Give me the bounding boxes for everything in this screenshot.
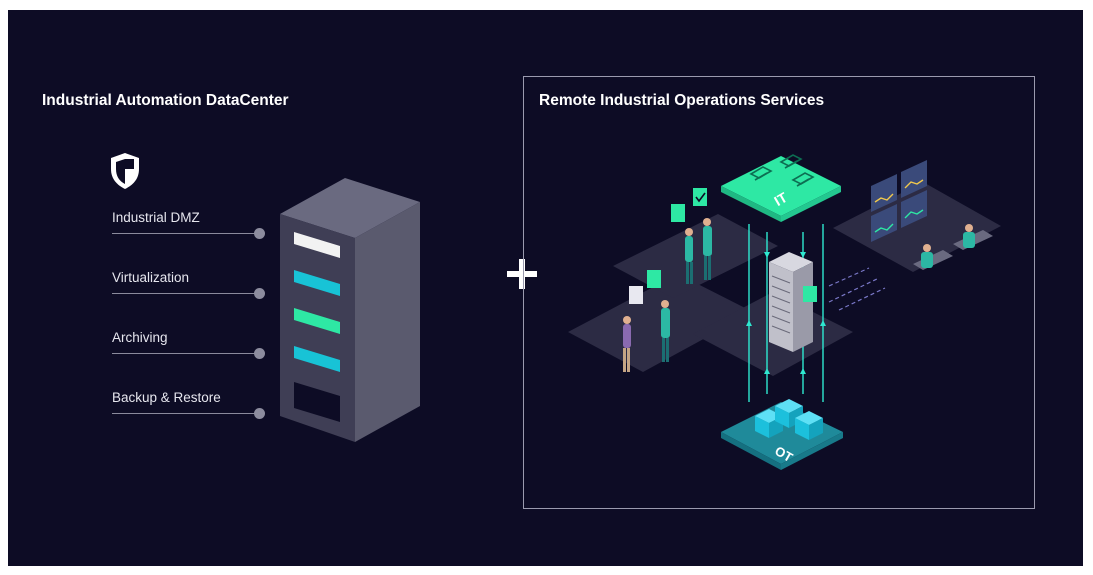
plus-icon <box>507 259 537 289</box>
ot-cubes <box>755 399 823 440</box>
right-panel-frame <box>523 76 1035 509</box>
connector-line <box>112 353 258 354</box>
remote-operations-illustration: IT OT <box>568 154 1001 470</box>
feature-label: Backup & Restore <box>112 390 221 405</box>
diagram-canvas: Industrial Automation DataCenter Industr… <box>8 10 1083 566</box>
server-rack-illustration <box>280 178 420 442</box>
connector-line <box>112 413 258 414</box>
feature-label: Virtualization <box>112 270 190 285</box>
connector-dot <box>254 348 265 359</box>
connector-dot <box>254 228 265 239</box>
feature-industrial-dmz: Industrial DMZ <box>112 210 267 250</box>
platform-right <box>833 182 1001 272</box>
feature-virtualization: Virtualization <box>112 270 267 310</box>
right-panel-title: Remote Industrial Operations Services <box>539 92 825 109</box>
connector-line <box>112 233 258 234</box>
connector-line <box>112 293 258 294</box>
feature-archiving: Archiving <box>112 330 267 370</box>
feature-label: Industrial DMZ <box>112 210 200 225</box>
shield-icon <box>111 153 139 189</box>
connector-dot <box>254 288 265 299</box>
platform-upper-left <box>613 214 778 298</box>
platform-left <box>568 274 753 372</box>
left-panel-title: Industrial Automation DataCenter <box>42 92 289 109</box>
feature-label: Archiving <box>112 330 168 345</box>
connector-dot <box>254 408 265 419</box>
feature-backup-restore: Backup & Restore <box>112 390 267 430</box>
